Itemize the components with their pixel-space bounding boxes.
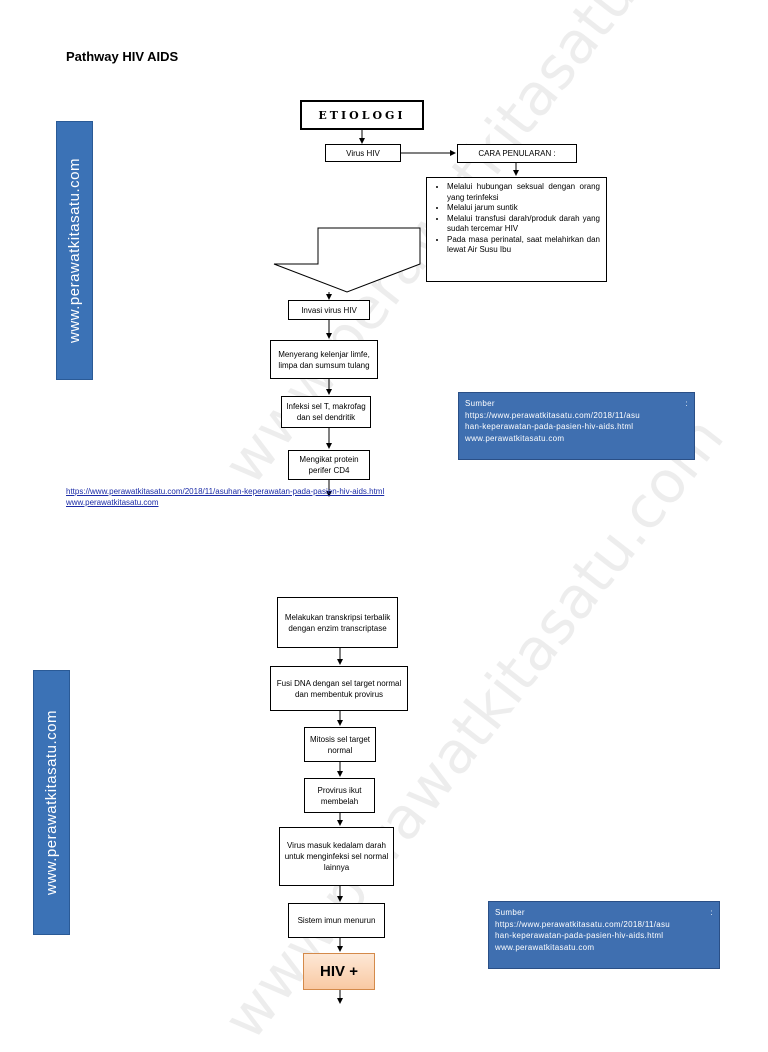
page-title: Pathway HIV AIDS bbox=[66, 49, 179, 64]
cara-item: Melalui transfusi darah/produk darah yan… bbox=[447, 214, 600, 235]
step-invasi: Invasi virus HIV bbox=[288, 300, 370, 320]
side-banner-top: www.perawatkitasatu.com bbox=[56, 121, 93, 380]
cara-item: Melalui hubungan seksual dengan orang ya… bbox=[447, 182, 600, 203]
article-link[interactable]: https://www.perawatkitasatu.com/2018/11/… bbox=[66, 487, 385, 496]
etiologi-box: ETIOLOGI bbox=[300, 100, 424, 130]
cara-penularan-list: Melalui hubungan seksual dengan orang ya… bbox=[426, 177, 607, 282]
source-label: Sumber bbox=[495, 908, 525, 917]
virus-hiv-box: Virus HIV bbox=[325, 144, 401, 162]
big-down-arrow bbox=[273, 227, 421, 293]
flow-connectors bbox=[273, 130, 519, 1004]
source-line: https://www.perawatkitasatu.com/2018/11/… bbox=[495, 919, 671, 929]
cara-item: Pada masa perinatal, saat melahirkan dan… bbox=[447, 235, 600, 256]
step-fusi: Fusi DNA dengan sel target normal dan me… bbox=[270, 666, 408, 711]
side-banner-bottom: www.perawatkitasatu.com bbox=[33, 670, 70, 935]
source-line: www.perawatkitasatu.com bbox=[465, 433, 565, 443]
source-box-bottom: Sumber: https://www.perawatkitasatu.com/… bbox=[488, 901, 720, 969]
source-line: han-keperawatan-pada-pasien-hiv-aids.htm… bbox=[465, 422, 634, 431]
step-mitosis: Mitosis sel target normal bbox=[304, 727, 376, 762]
cara-item: Melalui jarum suntik bbox=[447, 203, 600, 214]
hiv-positive-box: HIV + bbox=[303, 953, 375, 990]
cara-penularan-box: CARA PENULARAN : bbox=[457, 144, 577, 163]
step-sistem-imun: Sistem imun menurun bbox=[288, 903, 385, 938]
step-menyerang: Menyerang kelenjar limfe, limpa dan sums… bbox=[270, 340, 378, 379]
source-colon: : bbox=[685, 399, 688, 408]
step-provirus: Provirus ikut membelah bbox=[304, 778, 375, 813]
source-box-top: Sumber: https://www.perawatkitasatu.com/… bbox=[458, 392, 695, 460]
source-line: www.perawatkitasatu.com bbox=[495, 942, 595, 952]
source-label: Sumber bbox=[465, 399, 495, 408]
step-virus-masuk: Virus masuk kedalam darah untuk menginfe… bbox=[279, 827, 394, 886]
site-link[interactable]: www.perawatkitasatu.com bbox=[66, 498, 159, 507]
source-colon: : bbox=[710, 908, 713, 917]
step-transkripsi: Melakukan transkripsi terbalik dengan en… bbox=[277, 597, 398, 648]
step-infeksi: Infeksi sel T, makrofag dan sel dendriti… bbox=[281, 396, 371, 428]
source-line: han-keperawatan-pada-pasien-hiv-aids.htm… bbox=[495, 931, 664, 940]
source-line: https://www.perawatkitasatu.com/2018/11/… bbox=[465, 410, 641, 420]
step-mengikat: Mengikat protein perifer CD4 bbox=[288, 450, 370, 480]
